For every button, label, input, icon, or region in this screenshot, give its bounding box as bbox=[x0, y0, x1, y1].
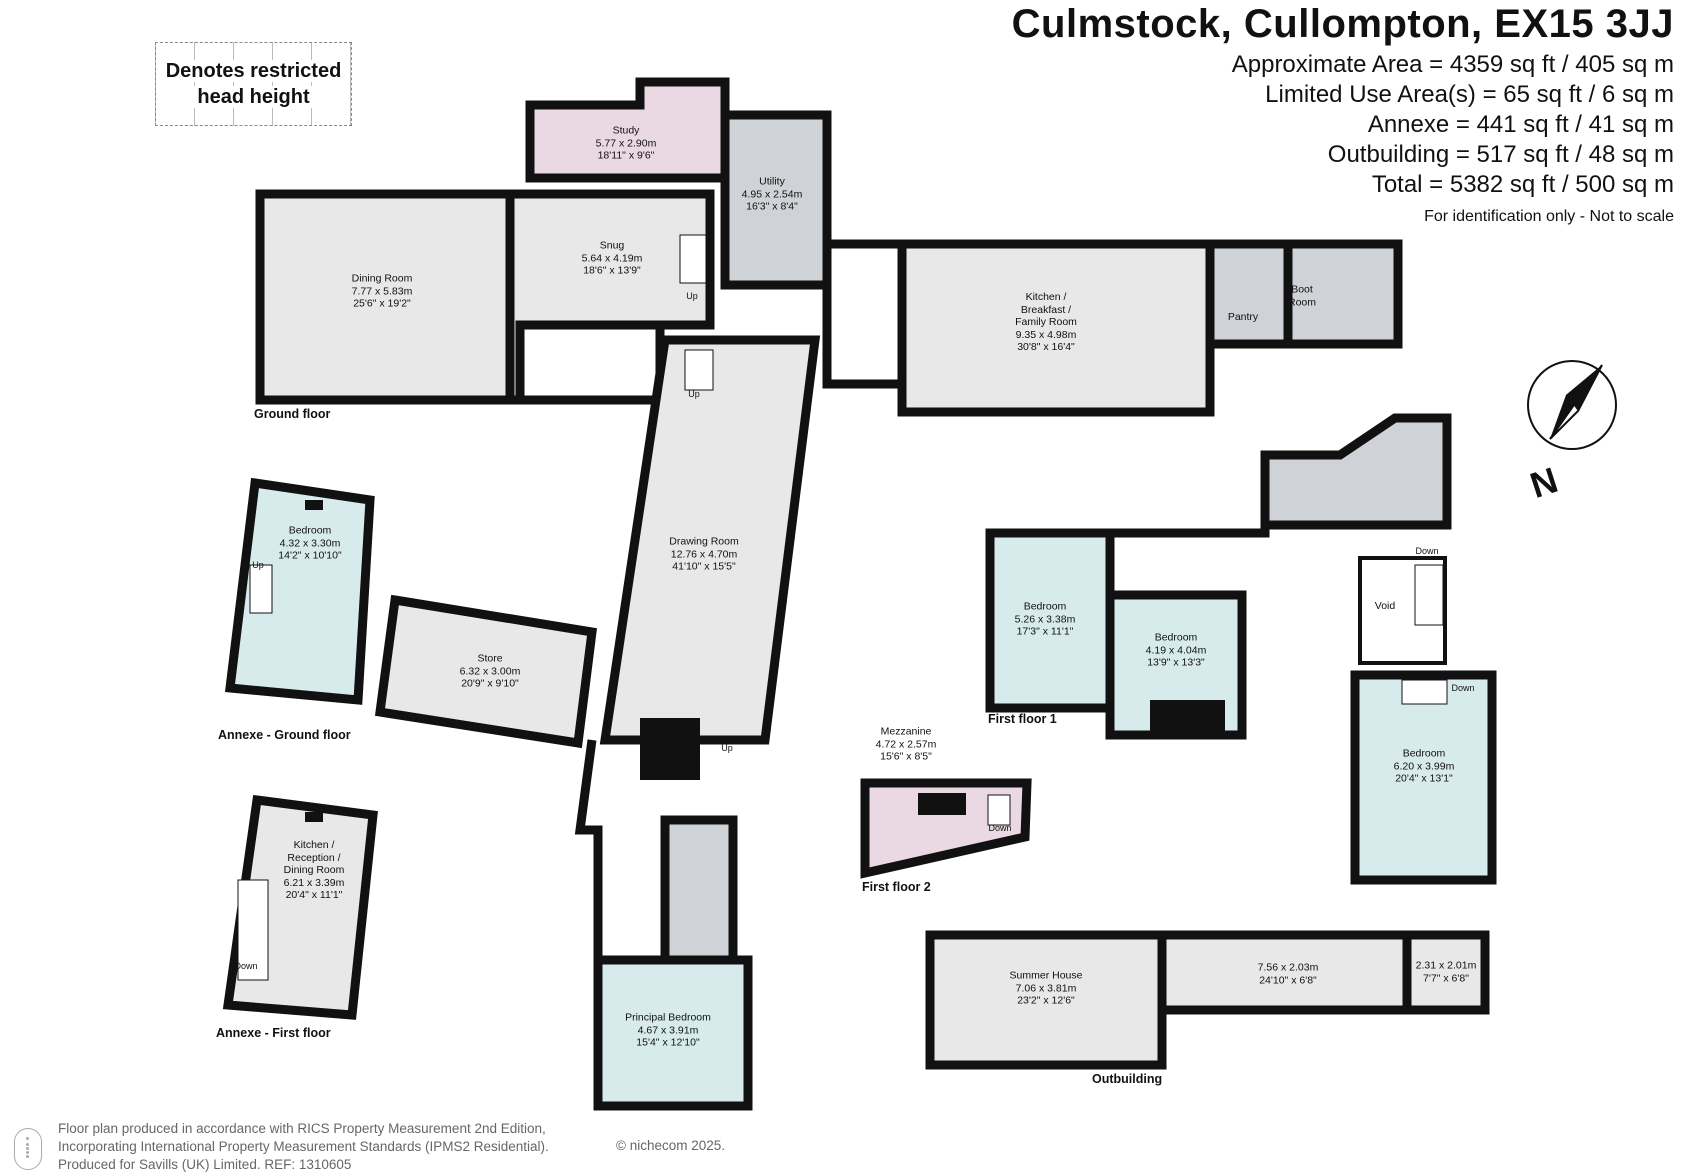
legend-line-1: Denotes restricted bbox=[162, 60, 345, 82]
annexe-chimney-2 bbox=[305, 812, 323, 822]
copyright: © nichecom 2025. bbox=[616, 1138, 726, 1153]
footer-line-1: Floor plan produced in accordance with R… bbox=[58, 1121, 546, 1136]
outbuilding-small-shape bbox=[1402, 930, 1490, 1015]
drawing-stairs bbox=[684, 349, 714, 391]
outbuilding-label: Outbuilding bbox=[1092, 1072, 1163, 1086]
ground-floor-label: Ground floor bbox=[254, 407, 331, 421]
info-icon bbox=[14, 1128, 42, 1170]
void-label: Void bbox=[1374, 599, 1396, 612]
annexe-chimney bbox=[305, 500, 323, 510]
void-stairs bbox=[1414, 564, 1444, 626]
summer-house-shape bbox=[925, 930, 1167, 1070]
property-title: Culmstock, Cullompton, EX15 3JJ bbox=[1011, 2, 1674, 46]
snug-stairs-up-label: Up bbox=[686, 290, 698, 301]
bathroom-shape bbox=[1260, 413, 1452, 530]
landing-walls bbox=[990, 525, 1270, 538]
utility-shape bbox=[720, 110, 832, 290]
approximate-area: Approximate Area = 4359 sq ft / 405 sq m bbox=[1231, 51, 1674, 78]
scale-note: For identification only - Not to scale bbox=[1424, 208, 1674, 225]
annexe-ground-floor-label: Annexe - Ground floor bbox=[218, 728, 351, 742]
bedroom3-stairs-down-label: Down bbox=[1451, 682, 1475, 693]
bedroom2-fireplace bbox=[1150, 700, 1225, 735]
annexe-bedroom-shape bbox=[224, 477, 375, 705]
compass-icon bbox=[1527, 360, 1617, 450]
principal-bedroom-shape bbox=[593, 955, 753, 1111]
void-stairs-down-label: Down bbox=[1415, 545, 1439, 556]
annexe-stairs bbox=[249, 564, 273, 614]
principal-wing-walls bbox=[574, 739, 603, 960]
snug-stairs bbox=[679, 234, 707, 284]
kitchen-shape bbox=[897, 239, 1215, 417]
boot-room-shape bbox=[1283, 239, 1403, 349]
mezzanine-block bbox=[918, 793, 966, 815]
drawing-room-shape bbox=[599, 335, 821, 745]
rear-hall-shape bbox=[515, 320, 665, 405]
bedroom3-stairs bbox=[1401, 679, 1448, 705]
mezzanine-shape bbox=[860, 778, 1032, 879]
mezzanine-stairs-down-label: Down bbox=[988, 822, 1012, 833]
restricted-height-legend: Denotes restricted head height bbox=[155, 42, 352, 126]
footer-notes: Floor plan produced in accordance with R… bbox=[58, 1120, 549, 1174]
annexe-first-floor-label: Annexe - First floor bbox=[216, 1026, 331, 1040]
legend-line-2: head height bbox=[194, 86, 313, 108]
annexe-stairs-up-label: Up bbox=[252, 559, 264, 570]
bedroom3-shape bbox=[1350, 670, 1497, 885]
annexe-first-stairs bbox=[237, 879, 269, 981]
ensuite-shape bbox=[660, 815, 738, 965]
fireplace-stairs-up-label: Up bbox=[721, 742, 733, 753]
first-floor-2-label: First floor 2 bbox=[862, 880, 931, 894]
pantry-shape bbox=[1205, 239, 1293, 349]
total-area: Total = 5382 sq ft / 500 sq m bbox=[1371, 171, 1674, 198]
study-shape bbox=[525, 77, 730, 183]
link-passage-shape bbox=[822, 239, 907, 389]
first-floor-1-label: First floor 1 bbox=[988, 712, 1057, 726]
drawing-stairs-up-label: Up bbox=[688, 388, 700, 399]
footer-line-3: Produced for Savills (UK) Limited. REF: … bbox=[58, 1157, 352, 1172]
mezzanine-stairs bbox=[987, 794, 1011, 826]
outbuilding-store-shape bbox=[1157, 930, 1412, 1015]
store-shape bbox=[374, 594, 598, 749]
outbuilding-area: Outbuilding = 517 sq ft / 48 sq m bbox=[1327, 141, 1674, 168]
dining-room-shape bbox=[255, 189, 515, 405]
drawing-fireplace bbox=[640, 718, 700, 780]
limited-use-area: Limited Use Area(s) = 65 sq ft / 6 sq m bbox=[1265, 81, 1674, 108]
annexe-area: Annexe = 441 sq ft / 41 sq m bbox=[1367, 111, 1674, 138]
annexe-first-stairs-down-label: Down bbox=[234, 960, 258, 971]
footer-line-2: Incorporating International Property Mea… bbox=[58, 1139, 549, 1154]
pantry-label: Pantry bbox=[1227, 310, 1259, 323]
